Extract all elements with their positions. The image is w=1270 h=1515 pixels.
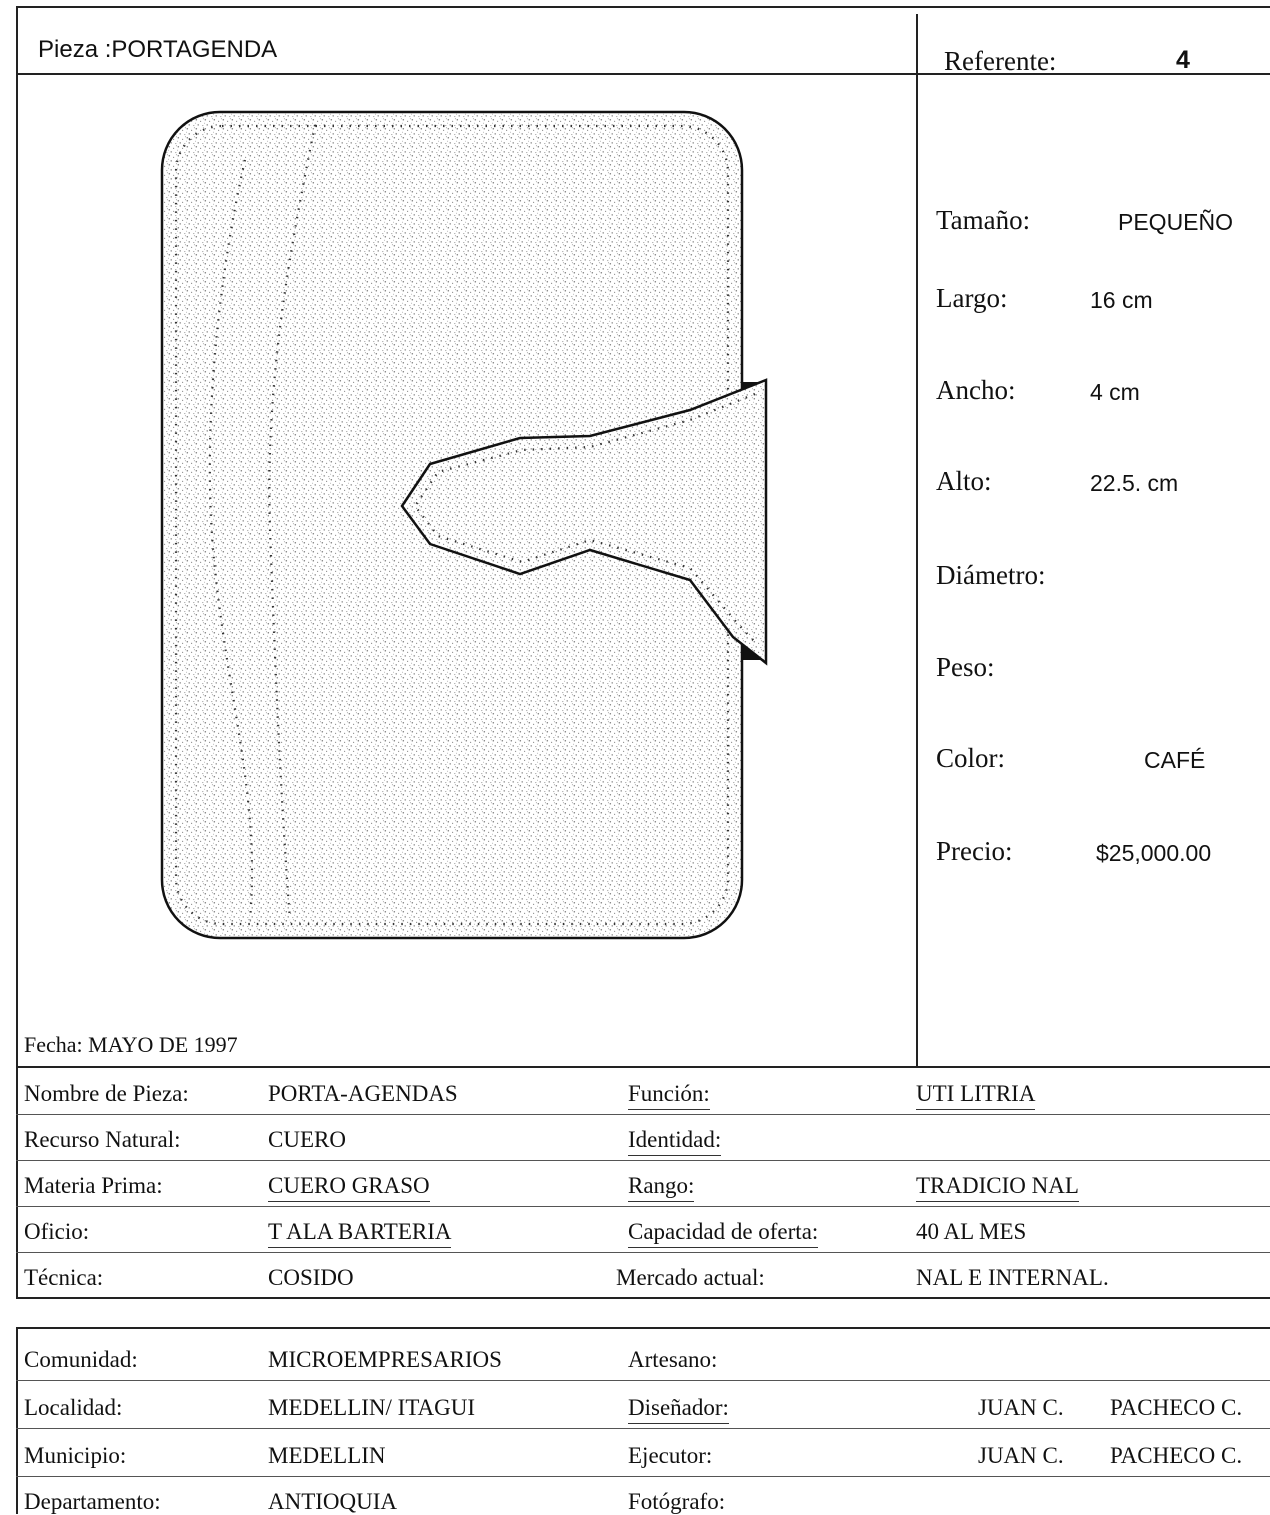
table2-row-line <box>16 1380 1270 1381</box>
fecha-divider <box>16 1066 1270 1068</box>
spec-value-alto: 22.5. cm <box>1090 470 1179 496</box>
table2-row-line <box>16 1476 1270 1477</box>
table2-row-line <box>16 1428 1270 1429</box>
inner-stitch-right <box>268 124 317 921</box>
referente-label: Referente: <box>944 46 1057 76</box>
table2-value-disenador-first: JUAN C. <box>978 1395 1064 1420</box>
table1-value-capacidad: 40 AL MES <box>916 1219 1027 1244</box>
table2-label-fotografo: Fotógrafo: <box>628 1489 726 1514</box>
table1-value-tecnica: COSIDO <box>268 1265 354 1290</box>
table1-row-line <box>16 1160 1270 1161</box>
table2-value-localidad: MEDELLIN/ ITAGUI <box>268 1395 476 1420</box>
table2-value-disenador-last: PACHECO C. <box>1110 1395 1243 1420</box>
table1-label-nombre: Nombre de Pieza: <box>24 1081 189 1106</box>
table1-row-line <box>16 1206 1270 1207</box>
spec-label-largo: Largo: <box>936 283 1008 313</box>
table1-label-mercado: Mercado actual: <box>616 1265 765 1290</box>
spec-value-color: CAFÉ <box>1144 747 1206 773</box>
header-divider <box>16 73 1270 75</box>
table1-value-funcion: UTI LITRIA <box>916 1081 1036 1110</box>
table1-label-recurso: Recurso Natural: <box>24 1127 181 1152</box>
table2-value-ejecutor-first: JUAN C. <box>978 1443 1064 1468</box>
top-border <box>16 6 1270 8</box>
spec-label-color: Color: <box>936 743 1006 773</box>
table2-label-disenador: Diseñador: <box>628 1395 729 1424</box>
spec-value-precio: $25,000.00 <box>1096 840 1212 866</box>
table1-value-recurso: CUERO <box>268 1127 346 1152</box>
table1-value-nombre: PORTA-AGENDAS <box>268 1081 458 1106</box>
table2-label-localidad: Localidad: <box>24 1395 123 1420</box>
table2-left-border <box>16 1327 18 1514</box>
product-illustration <box>160 110 768 940</box>
spec-label-peso: Peso: <box>936 652 995 682</box>
table1-row-line <box>16 1252 1270 1253</box>
table2-label-artesano: Artesano: <box>628 1347 718 1372</box>
table1-value-oficio: T ALA BARTERIA <box>268 1219 452 1248</box>
table2-label-comunidad: Comunidad: <box>24 1347 138 1372</box>
table1-label-materia: Materia Prima: <box>24 1173 163 1198</box>
table1-label-tecnica: Técnica: <box>24 1265 104 1290</box>
table1-label-rango: Rango: <box>628 1173 695 1202</box>
fecha-label: Fecha: MAYO DE 1997 <box>24 1032 238 1057</box>
table1-bottom-border <box>16 1297 1270 1299</box>
table1-value-rango: TRADICIO NAL <box>916 1173 1079 1202</box>
closure-flap <box>400 378 768 666</box>
table2-value-departamento: ANTIOQUIA <box>268 1489 398 1514</box>
table2-label-ejecutor: Ejecutor: <box>628 1443 713 1468</box>
table2-label-departamento: Departamento: <box>24 1489 161 1514</box>
table1-row-line <box>16 1114 1270 1115</box>
spec-value-ancho: 4 cm <box>1090 379 1140 405</box>
spec-label-diametro: Diámetro: <box>936 560 1046 590</box>
spec-value-tamano: PEQUEÑO <box>1118 209 1234 235</box>
table2-value-ejecutor-last: PACHECO C. <box>1110 1443 1243 1468</box>
spec-label-alto: Alto: <box>936 466 992 496</box>
table1-label-oficio: Oficio: <box>24 1219 90 1244</box>
left-border <box>16 6 18 1298</box>
piece-title: Pieza :PORTAGENDA <box>38 36 278 63</box>
spec-label-tamano: Tamaño: <box>936 205 1031 235</box>
table1-label-capacidad: Capacidad de oferta: <box>628 1219 819 1248</box>
spec-label-ancho: Ancho: <box>936 375 1016 405</box>
table1-value-mercado: NAL E INTERNAL. <box>916 1265 1109 1290</box>
spec-value-largo: 16 cm <box>1090 287 1153 313</box>
table1-value-materia: CUERO GRASO <box>268 1173 430 1202</box>
table1-label-funcion: Función: <box>628 1081 710 1110</box>
table2-top-border <box>16 1327 1270 1329</box>
table2-value-municipio: MEDELLIN <box>268 1443 386 1468</box>
referente-value: 4 <box>1176 46 1190 74</box>
table1-label-identidad: Identidad: <box>628 1127 722 1156</box>
spec-label-precio: Precio: <box>936 836 1013 866</box>
table2-value-comunidad: MICROEMPRESARIOS <box>268 1347 502 1372</box>
spec-column-divider <box>916 14 918 1067</box>
table2-label-municipio: Municipio: <box>24 1443 127 1468</box>
